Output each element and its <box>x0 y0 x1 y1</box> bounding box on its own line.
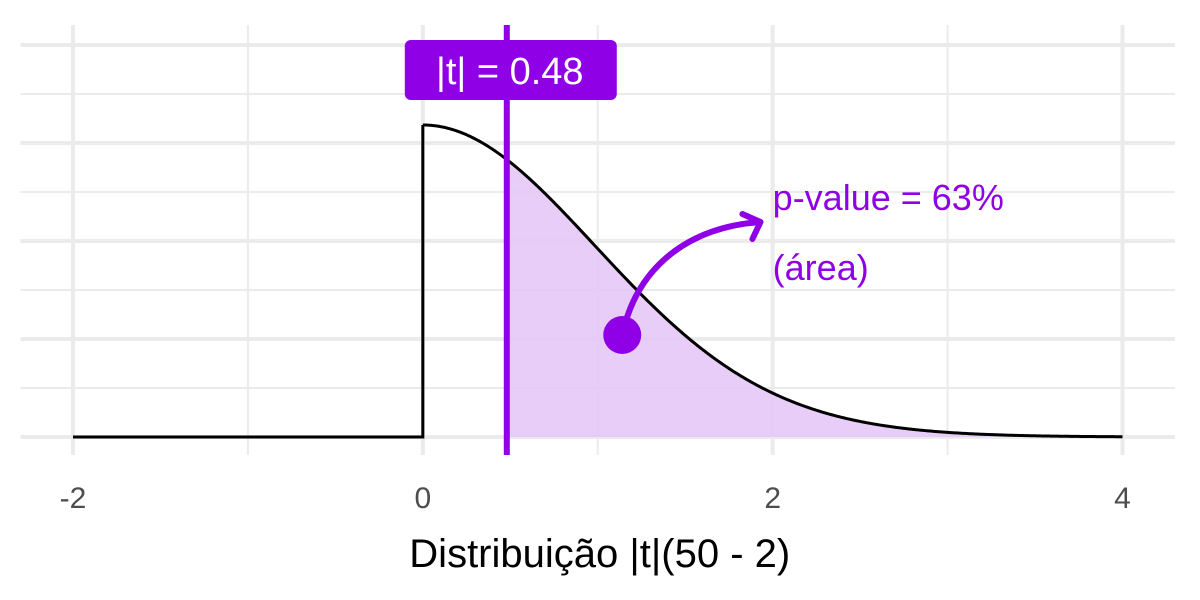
area-annotation: (área) <box>773 247 869 288</box>
x-tick-label: 0 <box>414 482 431 515</box>
density-curve <box>72 123 1123 439</box>
x-axis-title: Distribuição |t|(50 - 2) <box>409 532 790 576</box>
p-value-area <box>506 159 1123 438</box>
annotation-arrow <box>619 219 764 338</box>
x-tick-label: -2 <box>60 482 87 515</box>
p-value-annotation: p-value = 63% <box>773 177 1004 218</box>
x-axis-ticks: -2 0 2 4 <box>60 482 1131 515</box>
x-tick-label: 4 <box>1114 482 1131 515</box>
x-tick-label: 2 <box>764 482 781 515</box>
t-label-box <box>404 40 617 100</box>
t-label: |t| = 0.48 <box>436 51 584 93</box>
annotation-arrow-head <box>739 211 764 242</box>
annotation-dot <box>603 316 642 354</box>
